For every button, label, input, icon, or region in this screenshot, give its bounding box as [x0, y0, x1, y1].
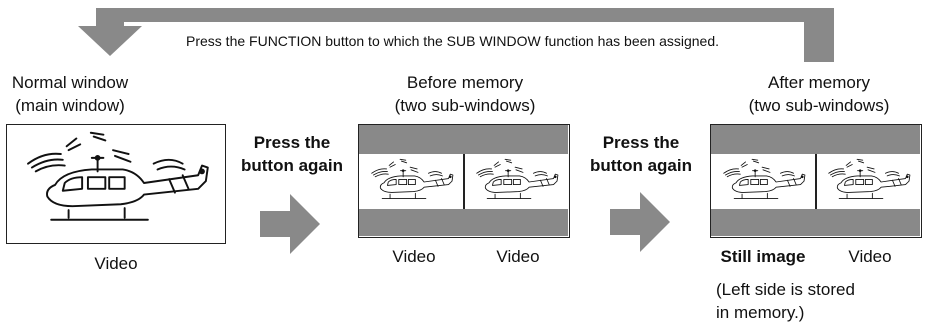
- before-caption-left: Video: [392, 247, 436, 266]
- helicopter-icon: [468, 155, 564, 209]
- top-band: [711, 125, 920, 154]
- helicopter-icon: [820, 155, 916, 209]
- after-memory-frame: [710, 124, 922, 238]
- normal-window-title: Normal window (main window): [11, 73, 129, 115]
- after-memory-title: After memory (two sub-windows): [748, 73, 890, 115]
- before-caption-right: Video: [496, 247, 540, 266]
- arrow-right-icon: [260, 194, 320, 254]
- sub-window-divider: [463, 154, 465, 209]
- after-caption-right: Video: [848, 247, 892, 266]
- helicopter-icon: [363, 155, 459, 209]
- memory-note: (Left side is stored in memory.): [716, 280, 855, 322]
- step-1-label: Press the button again: [241, 133, 343, 175]
- step-2-label: Press the button again: [590, 133, 692, 175]
- after-caption-left: Still image: [720, 247, 806, 266]
- arrow-right-icon: [610, 192, 670, 252]
- helicopter-icon: [715, 155, 811, 209]
- helicopter-icon: [7, 125, 223, 241]
- sub-window-divider: [815, 154, 817, 209]
- before-memory-frame: [358, 124, 570, 238]
- normal-window-frame: [6, 124, 226, 244]
- instruction-text: Press the FUNCTION button to which the S…: [186, 33, 719, 49]
- loop-arrow-icon: [78, 8, 834, 62]
- normal-window-caption: Video: [94, 254, 138, 273]
- bottom-band: [711, 209, 920, 236]
- bottom-band: [359, 209, 568, 236]
- top-band: [359, 125, 568, 154]
- before-memory-title: Before memory (two sub-windows): [394, 73, 536, 115]
